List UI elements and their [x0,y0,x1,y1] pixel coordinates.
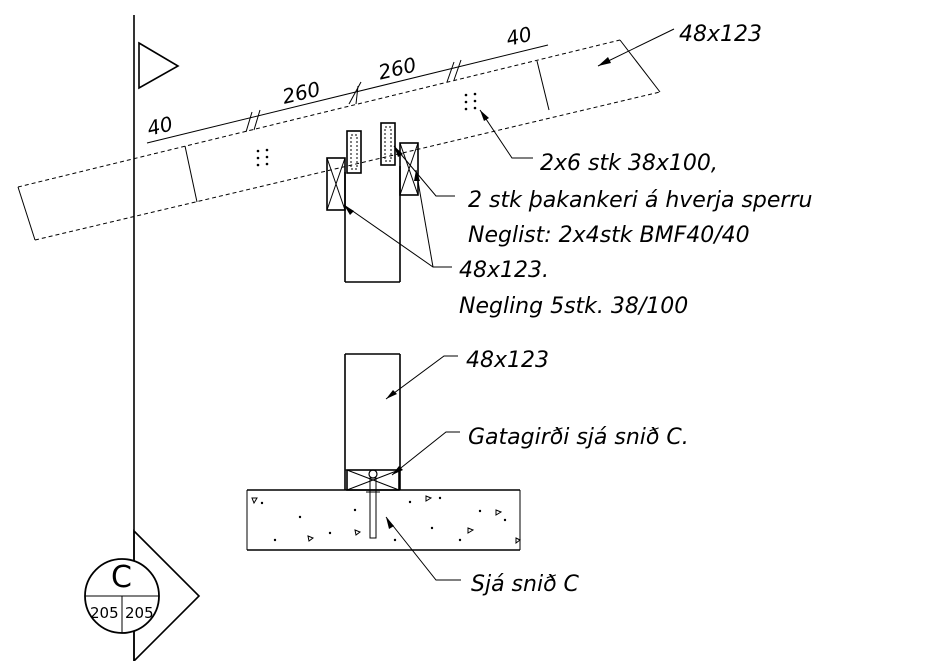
section-letter: C [111,560,132,595]
dimension-value: 260 [376,53,419,85]
concrete-slab [246,489,521,551]
label-post: 48x123 [466,348,549,373]
label-member-top-right: 48x123 [679,22,762,47]
sill-plate [346,469,400,491]
upper-post [344,166,401,283]
roof-anchor-plates [346,122,396,174]
dimension-line [146,44,549,144]
section-sheet-right: 205 [125,604,154,622]
label-nailing: Negling 5stk. 38/100 [459,294,688,319]
label-member-mid: 48x123. [459,258,549,283]
anchor-bolt [366,477,380,539]
label-sill: Gatagirði sjá snið C. [468,425,689,450]
section-direction-arrow-icon [138,41,180,90]
dimension-value: 40 [145,111,175,140]
label-nail-strip: Neglist: 2x4stk BMF40/40 [468,223,750,248]
rafter [17,39,661,241]
section-marker: C 205 205 [84,529,201,661]
leader-lines [343,28,675,581]
label-anchors: 2 stk þakankeri á hverja sperru [468,188,812,213]
dimension-value: 260 [280,77,323,109]
screw-marks [256,92,477,167]
label-see-section: Sjá snið C [471,572,580,597]
label-screws: 2x6 stk 38x100, [540,151,718,176]
section-sheet-left: 205 [90,604,119,622]
dimension-value: 40 [504,22,534,51]
